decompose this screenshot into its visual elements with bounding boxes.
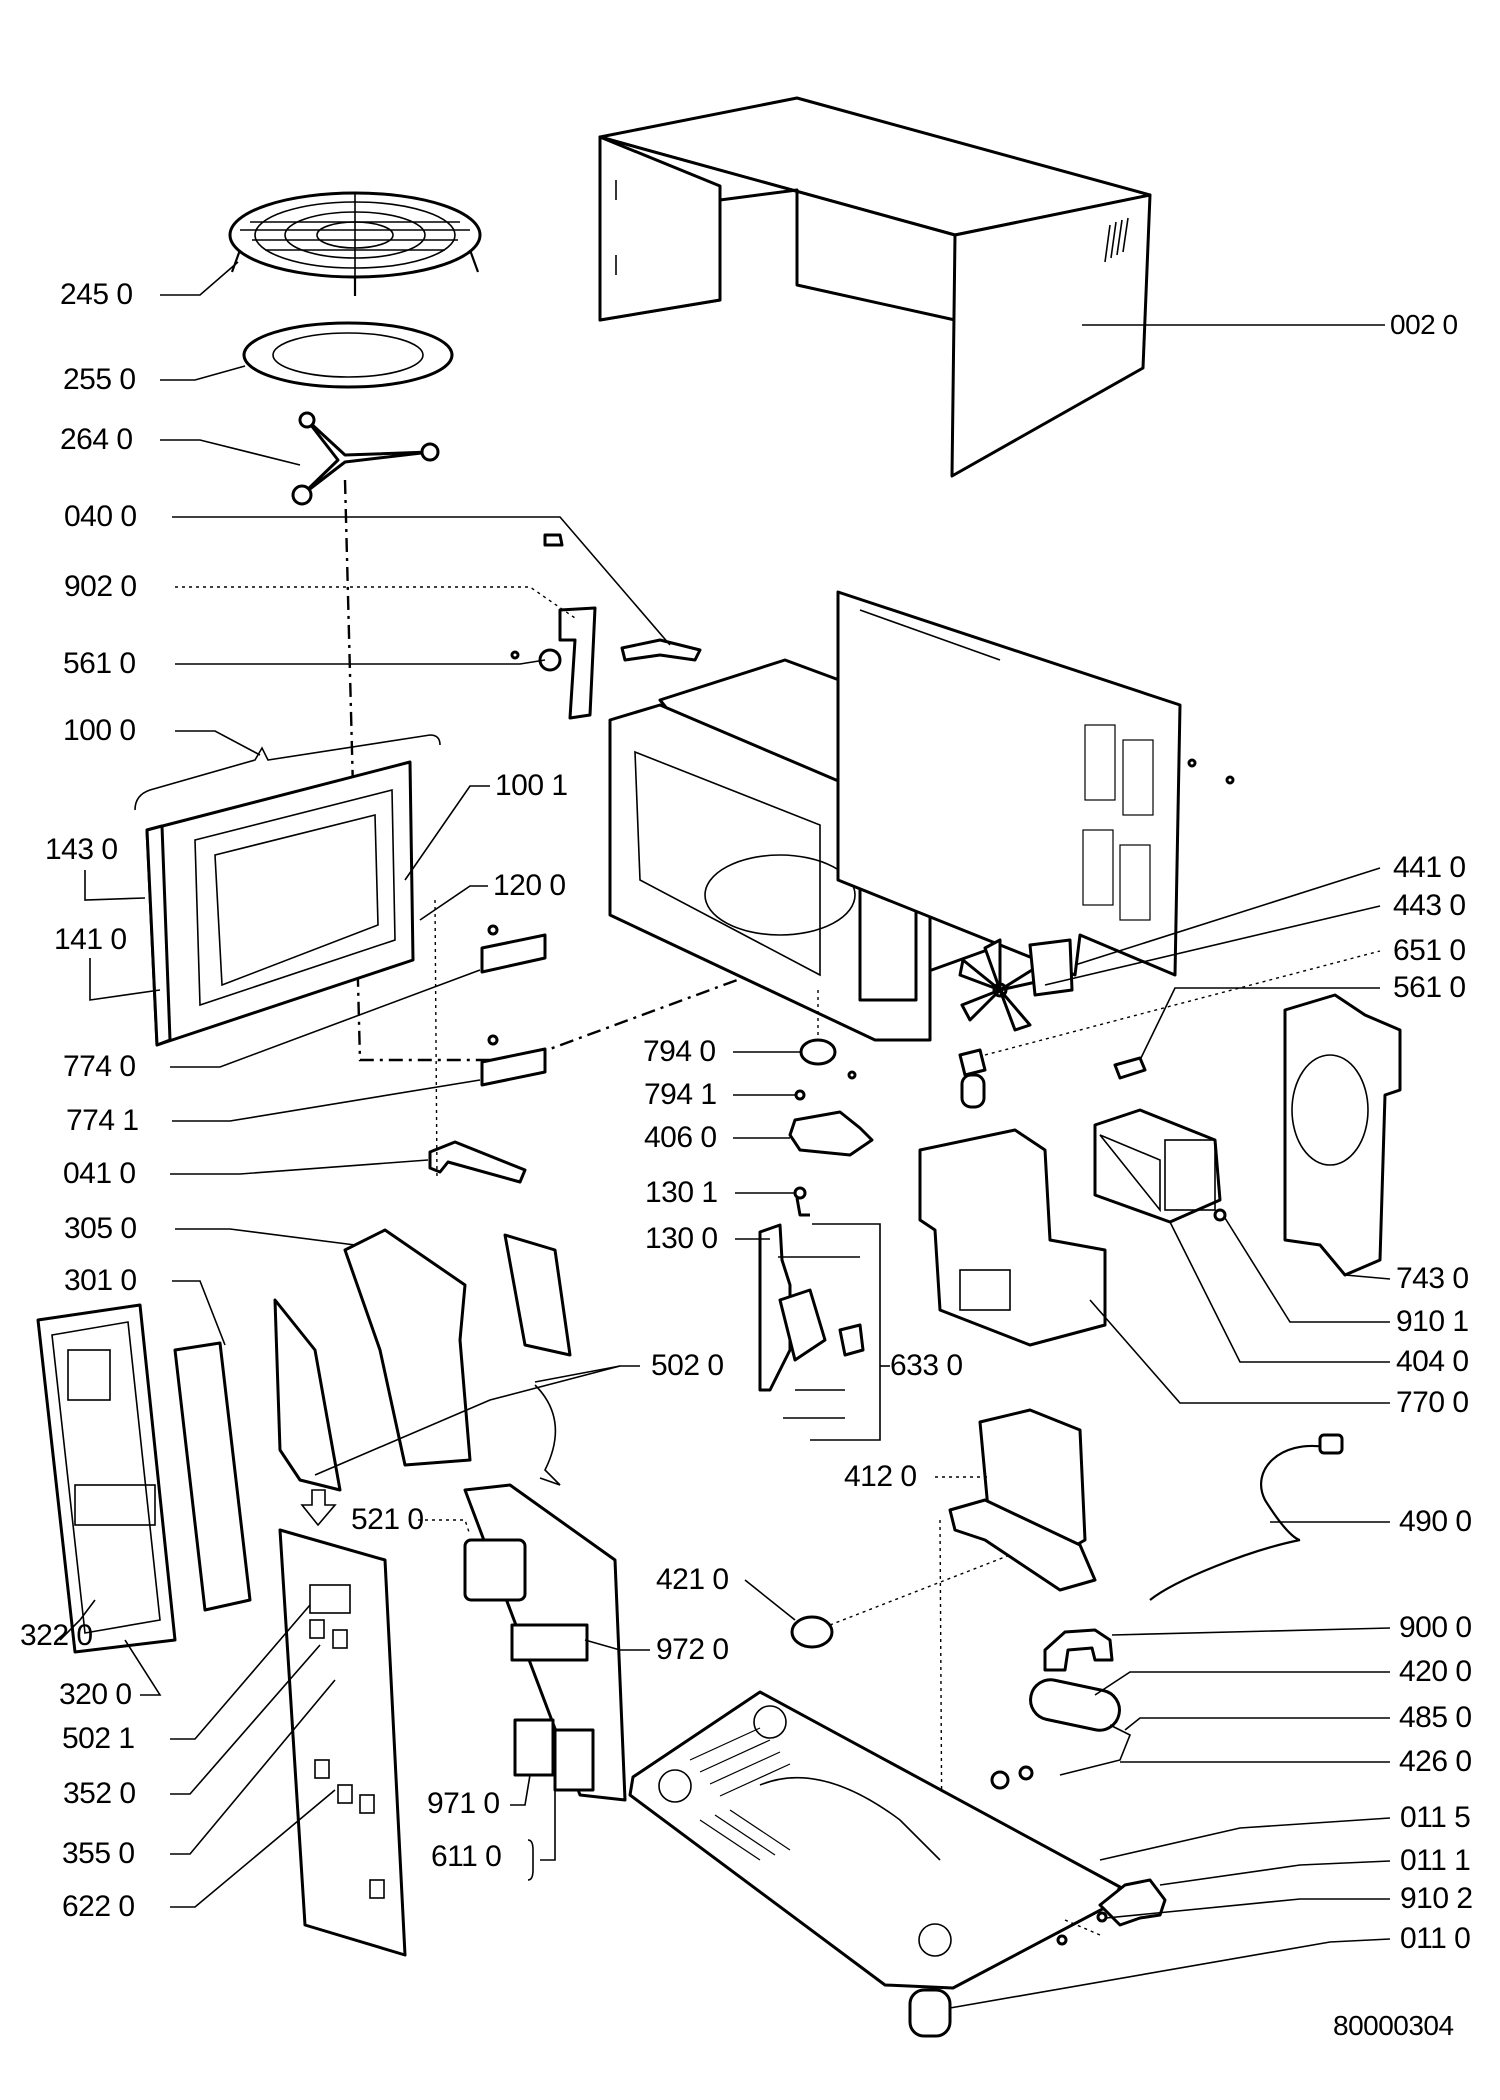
- control-board-part[interactable]: [314, 1233, 640, 1486]
- part-label: 485 0: [1399, 1701, 1472, 1734]
- part-label: 910 1: [1396, 1305, 1469, 1338]
- air-guide-part[interactable]: [1283, 993, 1402, 1280]
- part-label: 041 0: [63, 1157, 136, 1190]
- part-label: 521 0: [351, 1503, 424, 1536]
- part-label: 040 0: [64, 500, 137, 533]
- part-label: 774 0: [63, 1050, 136, 1083]
- part-label: 770 0: [1396, 1386, 1469, 1419]
- drawing-number: 80000304: [1333, 2010, 1454, 2041]
- membrane-switch-part[interactable]: [273, 1298, 342, 1492]
- part-label: 322 0: [20, 1619, 93, 1652]
- hv-fuse-part[interactable]: [744, 1554, 1011, 1649]
- part-label: 002 0: [1390, 309, 1458, 340]
- part-label: 100 1: [495, 769, 568, 802]
- part-label: 902 0: [64, 570, 137, 603]
- part-label: 245 0: [60, 278, 133, 311]
- part-label: 633 0: [890, 1349, 963, 1382]
- part-label: 900 0: [1399, 1611, 1472, 1644]
- part-label: 426 0: [1399, 1745, 1472, 1778]
- part-label: 264 0: [60, 423, 133, 456]
- part-label: 502 1: [62, 1722, 135, 1755]
- part-label: 355 0: [62, 1837, 135, 1870]
- part-label: 622 0: [62, 1890, 135, 1923]
- part-label: 141 0: [54, 923, 127, 956]
- power-board-part[interactable]: [418, 1483, 650, 1881]
- part-label: 412 0: [844, 1460, 917, 1493]
- part-label: 490 0: [1399, 1505, 1472, 1538]
- part-label: 352 0: [63, 1777, 136, 1810]
- turntable-motor-parts[interactable]: [733, 990, 874, 1157]
- part-label: 910 2: [1400, 1882, 1473, 1915]
- part-label: 611 0: [431, 1840, 502, 1873]
- base-fittings-parts[interactable]: [908, 1860, 1391, 2038]
- part-label: 143 0: [45, 833, 118, 866]
- part-label: 255 0: [63, 363, 136, 396]
- vent-slots: [689, 1727, 791, 1861]
- base-plate-part[interactable]: [628, 1690, 1391, 1990]
- part-label: 502 0: [651, 1349, 724, 1382]
- part-label: 100 0: [63, 714, 136, 747]
- display-board-part[interactable]: [170, 1489, 407, 1957]
- transformer-part[interactable]: [935, 1408, 1097, 1861]
- part-label: 651 0: [1393, 934, 1466, 967]
- part-label: 301 0: [64, 1264, 137, 1297]
- screw-part[interactable]: [1213, 1208, 1390, 1323]
- door-assembly-part[interactable]: [84, 730, 490, 1047]
- part-label: 794 1: [644, 1078, 717, 1111]
- part-label: 011 0: [1400, 1922, 1471, 1955]
- part-label: 320 0: [59, 1678, 132, 1711]
- part-label: 971 0: [427, 1787, 500, 1820]
- part-label: 441 0: [1393, 851, 1466, 884]
- fan-motor-parts[interactable]: [958, 867, 1381, 1032]
- thermal-cutout-part[interactable]: [1113, 987, 1380, 1080]
- capacitor-parts[interactable]: [990, 1627, 1391, 1790]
- part-label: 743 0: [1396, 1262, 1469, 1295]
- wave-guide-duct-part[interactable]: [918, 1128, 1390, 1404]
- door-hook-parts[interactable]: [170, 899, 547, 1184]
- part-label: 406 0: [644, 1121, 717, 1154]
- part-label: 404 0: [1396, 1345, 1469, 1378]
- part-label: 972 0: [656, 1633, 729, 1666]
- part-label: 011 5: [1400, 1801, 1471, 1834]
- lamp-part[interactable]: [958, 950, 1381, 1109]
- turntable-plate-part[interactable]: [160, 321, 454, 389]
- magnetron-part[interactable]: [1093, 1108, 1390, 1363]
- part-label: 130 1: [645, 1176, 718, 1209]
- part-label: 561 0: [63, 647, 136, 680]
- control-housing-part[interactable]: [175, 1228, 472, 1467]
- roller-support-part[interactable]: [160, 411, 440, 506]
- interlock-switch-parts[interactable]: [735, 1186, 890, 1441]
- outer-cabinet-part[interactable]: [598, 96, 1385, 478]
- part-label: 420 0: [1399, 1655, 1472, 1688]
- part-label: 011 1: [1400, 1844, 1471, 1877]
- keypad-frame-part[interactable]: [172, 1280, 252, 1612]
- part-label: 421 0: [656, 1563, 729, 1596]
- grill-rack-part[interactable]: [160, 191, 482, 296]
- door-switch-bracket-part[interactable]: [172, 516, 702, 720]
- part-label: 120 0: [493, 869, 566, 902]
- control-panel-fascia-part[interactable]: [36, 1303, 177, 1696]
- part-label: 443 0: [1393, 889, 1466, 922]
- part-label: 130 0: [645, 1222, 718, 1255]
- power-cord-part[interactable]: [1149, 1433, 1390, 1601]
- part-label: 561 0: [1393, 971, 1466, 1004]
- part-label: 774 1: [66, 1104, 139, 1137]
- part-label: 305 0: [64, 1212, 137, 1245]
- rear-panel-part[interactable]: [836, 590, 1235, 977]
- part-label: 794 0: [643, 1035, 716, 1068]
